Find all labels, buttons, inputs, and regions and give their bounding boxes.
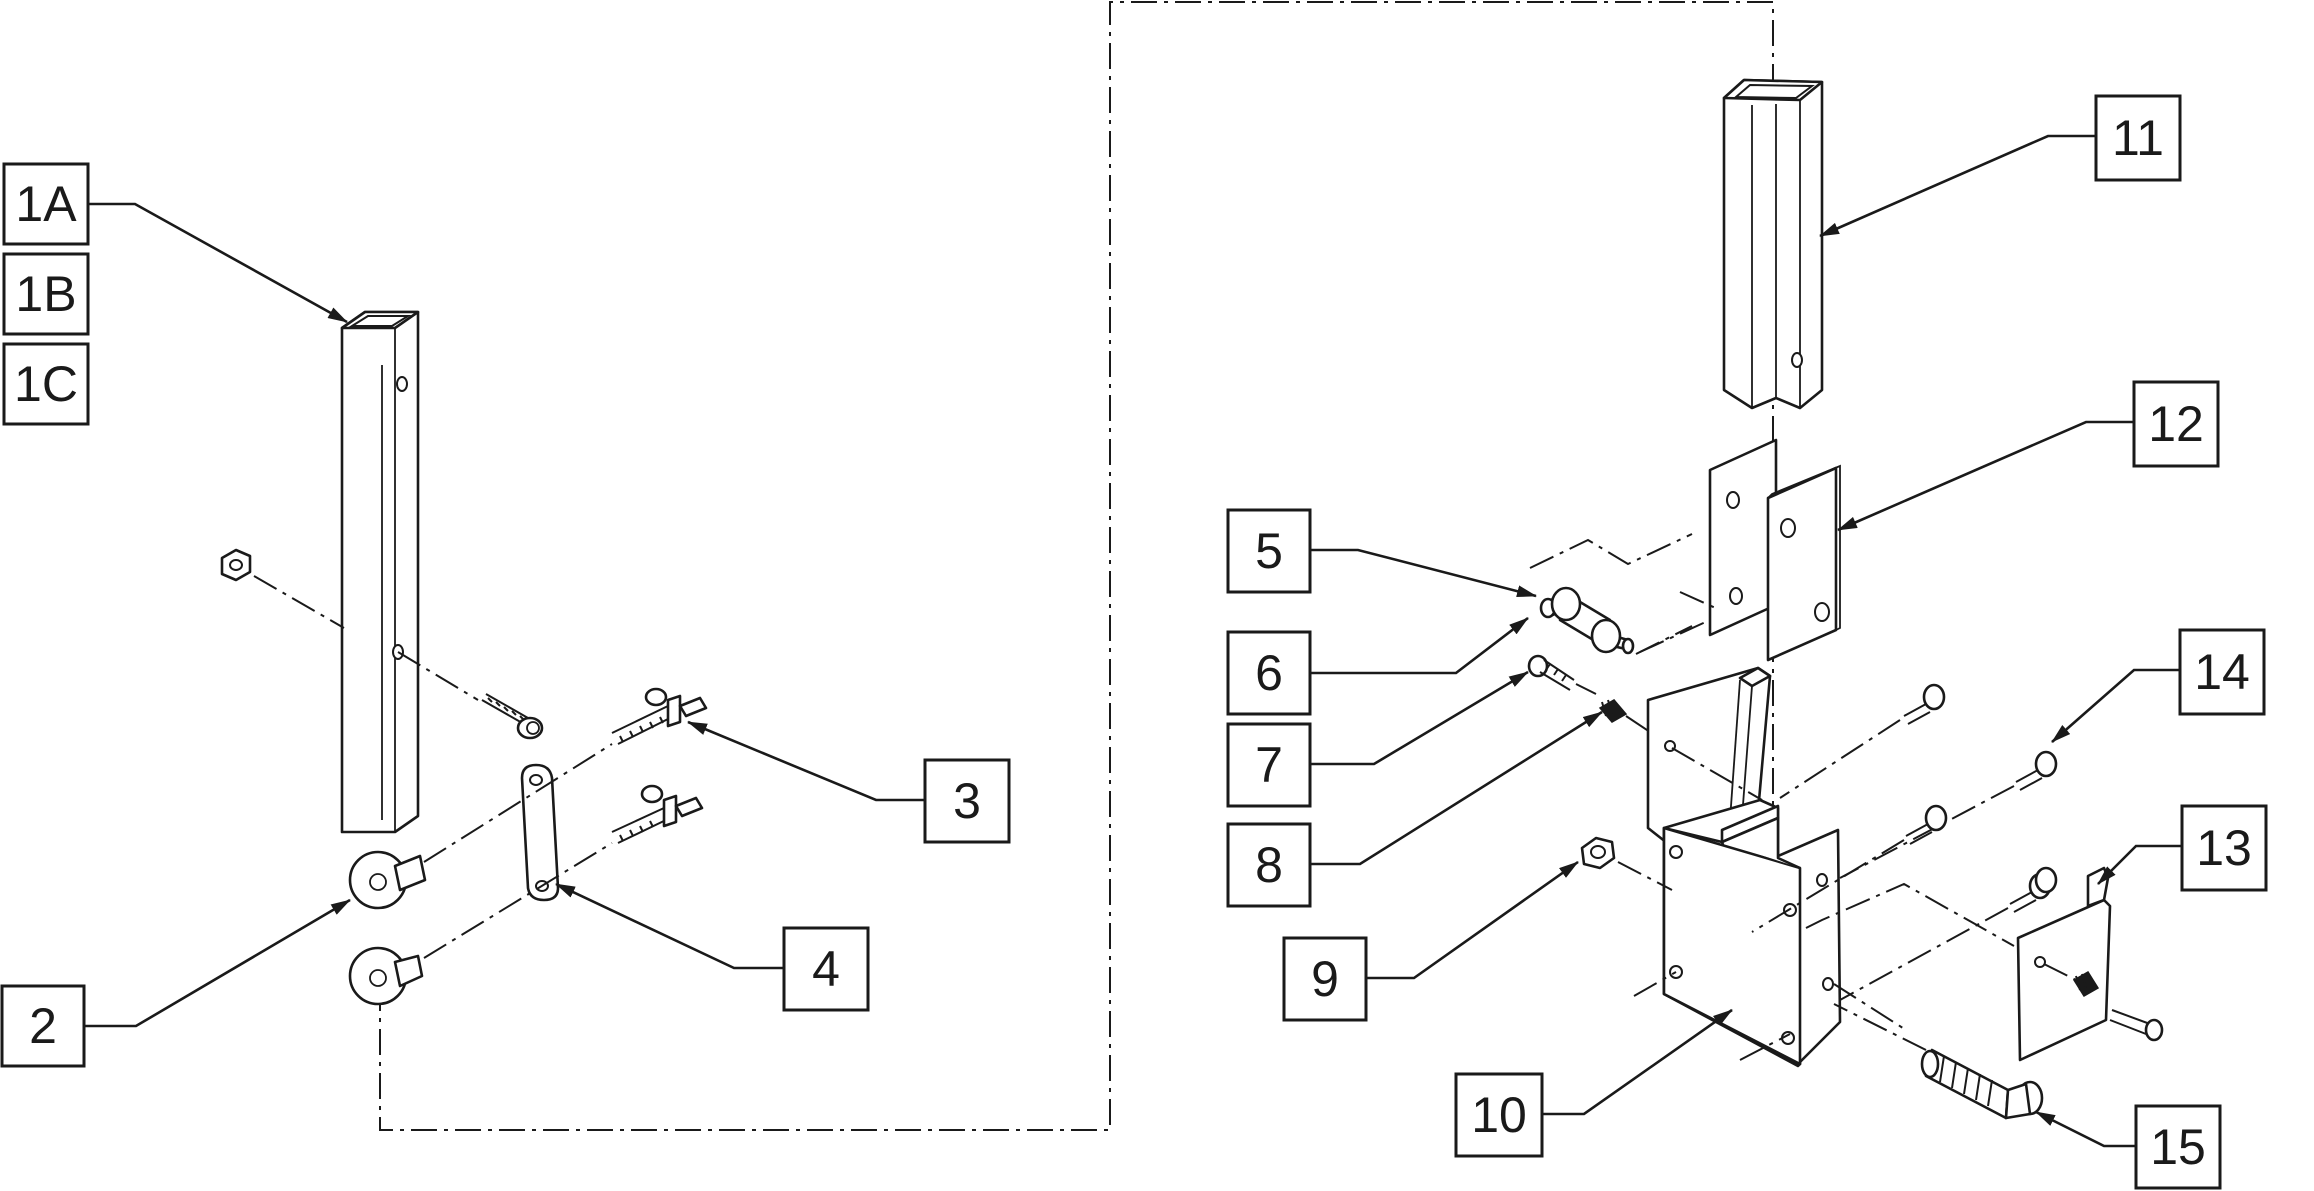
screw-part-13 <box>2109 1009 2164 1042</box>
leader-5 <box>1310 548 1537 598</box>
callout-1a: 1A <box>2 162 90 246</box>
part-13-axis-line <box>1805 882 2015 947</box>
callout-13: 13 <box>2180 804 2268 892</box>
callout-5-label: 5 <box>1255 523 1283 579</box>
callout-10: 10 <box>1454 1072 1544 1158</box>
assembly-boundary-line <box>379 1 1774 1131</box>
callout-1c-label: 1C <box>14 356 78 412</box>
set-screw-part-8 <box>1598 699 1628 723</box>
callout-15-label: 15 <box>2150 1119 2206 1175</box>
l-bracket-part-10 <box>1662 798 1842 1068</box>
screw-middle-axis-line <box>1751 839 1905 933</box>
screw-near-13 <box>2034 866 2058 894</box>
bolt-15-axis-line <box>1833 1003 1927 1051</box>
washer-axis-line-upper <box>423 743 613 863</box>
callout-8-label: 8 <box>1255 837 1283 893</box>
leader-6 <box>1310 616 1529 675</box>
callout-4-label: 4 <box>812 941 840 997</box>
screw-7-axis-line <box>1575 683 1597 695</box>
callout-7-label: 7 <box>1255 737 1283 793</box>
leader-2 <box>84 898 351 1028</box>
hex-nut-part-9 <box>1580 836 1616 870</box>
small-bracket-part-13 <box>2016 866 2112 1062</box>
spacer-washer-upper <box>348 850 427 910</box>
leader-13 <box>2097 844 2182 885</box>
leader-3 <box>687 720 925 802</box>
callout-6: 6 <box>1226 630 1312 716</box>
set-screw-part-13 <box>2072 970 2100 998</box>
leader-14 <box>2051 668 2180 743</box>
leader-10 <box>1542 1008 1733 1116</box>
callout-7: 7 <box>1226 722 1312 808</box>
leader-7 <box>1310 670 1529 766</box>
hex-nut-left <box>220 548 252 582</box>
callout-11-label: 11 <box>2112 110 2164 166</box>
long-bolt-part-15 <box>1920 1048 2044 1120</box>
screw-middle-right <box>1905 804 1948 845</box>
leader-8 <box>1310 710 1603 866</box>
nut-9-axis-line <box>1617 861 1673 891</box>
callout-12-label: 12 <box>2148 396 2204 452</box>
callout-3: 3 <box>923 758 1011 844</box>
set-screw-13-axis-line <box>2043 963 2077 981</box>
bolt-axis-line <box>397 651 479 701</box>
bracket-axis-line <box>1671 747 1763 801</box>
leader-15 <box>2035 1110 2136 1148</box>
mounting-plate-front <box>1766 464 1841 662</box>
leader-1a <box>88 202 348 324</box>
callout-14-label: 14 <box>2194 644 2250 700</box>
callout-12: 12 <box>2132 380 2220 468</box>
callout-2: 2 <box>0 984 86 1068</box>
channel-tube-part-11 <box>1722 78 1824 410</box>
callout-1a-label: 1A <box>15 176 77 232</box>
screw-lower-axis-line <box>1839 907 2009 1001</box>
callout-15: 15 <box>2134 1104 2222 1190</box>
nut-axis-line <box>253 575 345 629</box>
callout-14: 14 <box>2178 628 2266 716</box>
bracket-lower-axis-line <box>1633 971 1677 997</box>
callout-8: 8 <box>1226 822 1312 908</box>
screw-tube <box>481 693 544 740</box>
set-screw-axis-line <box>1625 715 1651 733</box>
leader-9 <box>1366 860 1579 980</box>
spacer-washer-lower <box>348 946 424 1006</box>
screw-upper-right <box>1903 683 1946 725</box>
callout-1c: 1C <box>2 342 90 426</box>
callout-2-label: 2 <box>29 998 57 1054</box>
callout-5: 5 <box>1226 508 1312 594</box>
t-bolt-upper <box>611 687 708 745</box>
washer-axis-line-lower <box>423 842 613 959</box>
screw-upper-axis-line <box>1779 719 1901 799</box>
screw-14-axis-line <box>1839 785 2015 879</box>
square-tube-part-1 <box>340 310 420 834</box>
callout-11: 11 <box>2094 94 2182 182</box>
callout-6-label: 6 <box>1255 645 1283 701</box>
callout-1b: 1B <box>2 252 90 336</box>
callout-9-label: 9 <box>1311 951 1339 1007</box>
callout-9: 9 <box>1282 936 1368 1022</box>
leader-11 <box>1819 134 2096 238</box>
bracket-side-axis-line <box>1833 983 1907 1031</box>
callout-1b-label: 1B <box>15 266 76 322</box>
leader-4 <box>555 882 784 970</box>
screw-part-7 <box>1527 654 1575 691</box>
bracket-lower-axis-line-2 <box>1739 1033 1791 1061</box>
bracket-block <box>1646 666 1772 852</box>
mounting-plate-rear <box>1708 438 1778 637</box>
pin-axis-line <box>1635 625 1693 655</box>
leader-12 <box>1837 420 2134 532</box>
screw-part-14 <box>2015 750 2058 791</box>
t-bolt-lower <box>611 784 704 844</box>
callout-4: 4 <box>782 926 870 1012</box>
callout-3-label: 3 <box>953 773 981 829</box>
callout-10-label: 10 <box>1471 1087 1527 1143</box>
callout-13-label: 13 <box>2196 820 2252 876</box>
pivot-axis-line-2 <box>1639 591 1721 653</box>
pivot-axis-line <box>1529 533 1693 569</box>
spacer-pin <box>1539 586 1635 655</box>
